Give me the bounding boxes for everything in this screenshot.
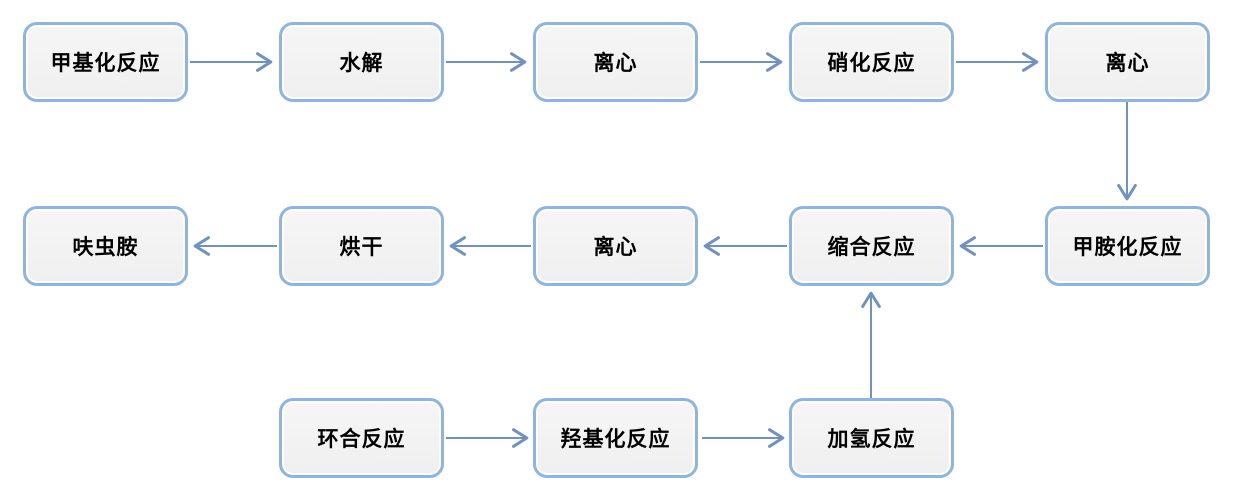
node-nitration: 硝化反应 (789, 22, 954, 102)
node-label: 硝化反应 (827, 51, 916, 75)
node-hydrolysis: 水解 (279, 22, 444, 102)
node-label: 缩合反应 (827, 235, 916, 259)
node-label: 羟基化反应 (560, 427, 671, 451)
node-label: 烘干 (339, 235, 384, 259)
node-label: 呋虫胺 (72, 235, 139, 259)
node-methylamination: 甲胺化反应 (1045, 206, 1210, 286)
node-label: 环合反应 (317, 427, 406, 451)
node-methylation: 甲基化反应 (23, 22, 188, 102)
node-label: 甲胺化反应 (1072, 235, 1183, 259)
node-hydroxylation: 羟基化反应 (533, 398, 698, 478)
node-label: 离心 (1105, 51, 1150, 75)
node-dinotefuran: 呋虫胺 (23, 206, 188, 286)
node-label: 离心 (593, 235, 638, 259)
node-hydrogenation: 加氢反应 (789, 398, 954, 478)
node-drying: 烘干 (279, 206, 444, 286)
node-condensation: 缩合反应 (789, 206, 954, 286)
node-centrifuge-3: 离心 (533, 206, 698, 286)
node-centrifuge-1: 离心 (533, 22, 698, 102)
node-label: 水解 (339, 51, 384, 75)
node-cyclization: 环合反应 (279, 398, 444, 478)
node-label: 离心 (593, 51, 638, 75)
node-centrifuge-2: 离心 (1045, 22, 1210, 102)
node-label: 甲基化反应 (50, 51, 161, 75)
node-label: 加氢反应 (827, 427, 916, 451)
